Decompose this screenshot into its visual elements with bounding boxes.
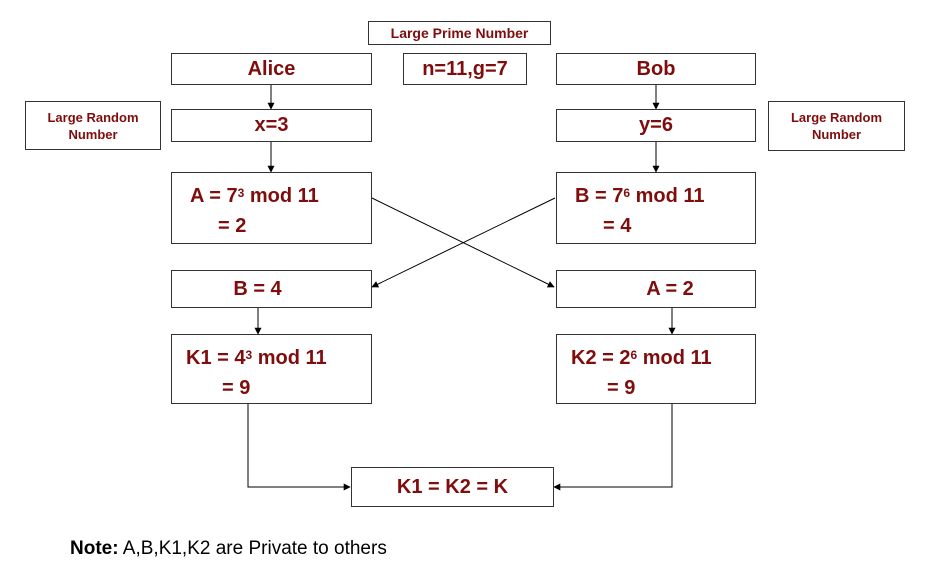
bob-public-result: = 4 [603, 215, 632, 237]
arrow-K1-to-K [247, 404, 351, 491]
bob-secret-box: y=6 [556, 109, 756, 142]
bob-box: Bob [556, 53, 756, 85]
alice-secret-box: x=3 [171, 109, 372, 142]
alice-random-label: Large Random Number [25, 101, 161, 150]
alice-key-box: K1 = 43 mod 11 = 9 [171, 334, 372, 404]
alice-public-box: A = 73 mod 11 = 2 [171, 172, 372, 244]
note: Note: A,B,K1,K2 are Private to others [70, 538, 387, 560]
bob-key-result: = 9 [607, 377, 636, 399]
prime-number-label: Large Prime Number [368, 21, 551, 45]
alice-box: Alice [171, 53, 372, 85]
alice-public-result: = 2 [218, 215, 247, 237]
alice-received-box: B = 4 [171, 270, 372, 308]
alice-public-formula: A = 73 mod 11 [190, 185, 319, 207]
arrow-B-exchange [371, 197, 556, 288]
bob-public-formula: B = 76 mod 11 [575, 185, 705, 207]
note-label: Note: [70, 538, 119, 559]
note-text: A,B,K1,K2 are Private to others [118, 538, 387, 559]
bob-key-box: K2 = 26 mod 11 = 9 [556, 334, 756, 404]
alice-key-result: = 9 [222, 377, 251, 399]
alice-key-formula: K1 = 43 mod 11 [186, 347, 327, 369]
params-box: n=11,g=7 [403, 53, 527, 85]
bob-public-box: B = 76 mod 11 = 4 [556, 172, 756, 244]
arrow-K2-to-K [553, 404, 673, 491]
shared-key-box: K1 = K2 = K [351, 467, 554, 507]
bob-received-box: A = 2 [556, 270, 756, 308]
bob-random-label: Large Random Number [768, 101, 905, 151]
bob-key-formula: K2 = 26 mod 11 [571, 347, 712, 369]
